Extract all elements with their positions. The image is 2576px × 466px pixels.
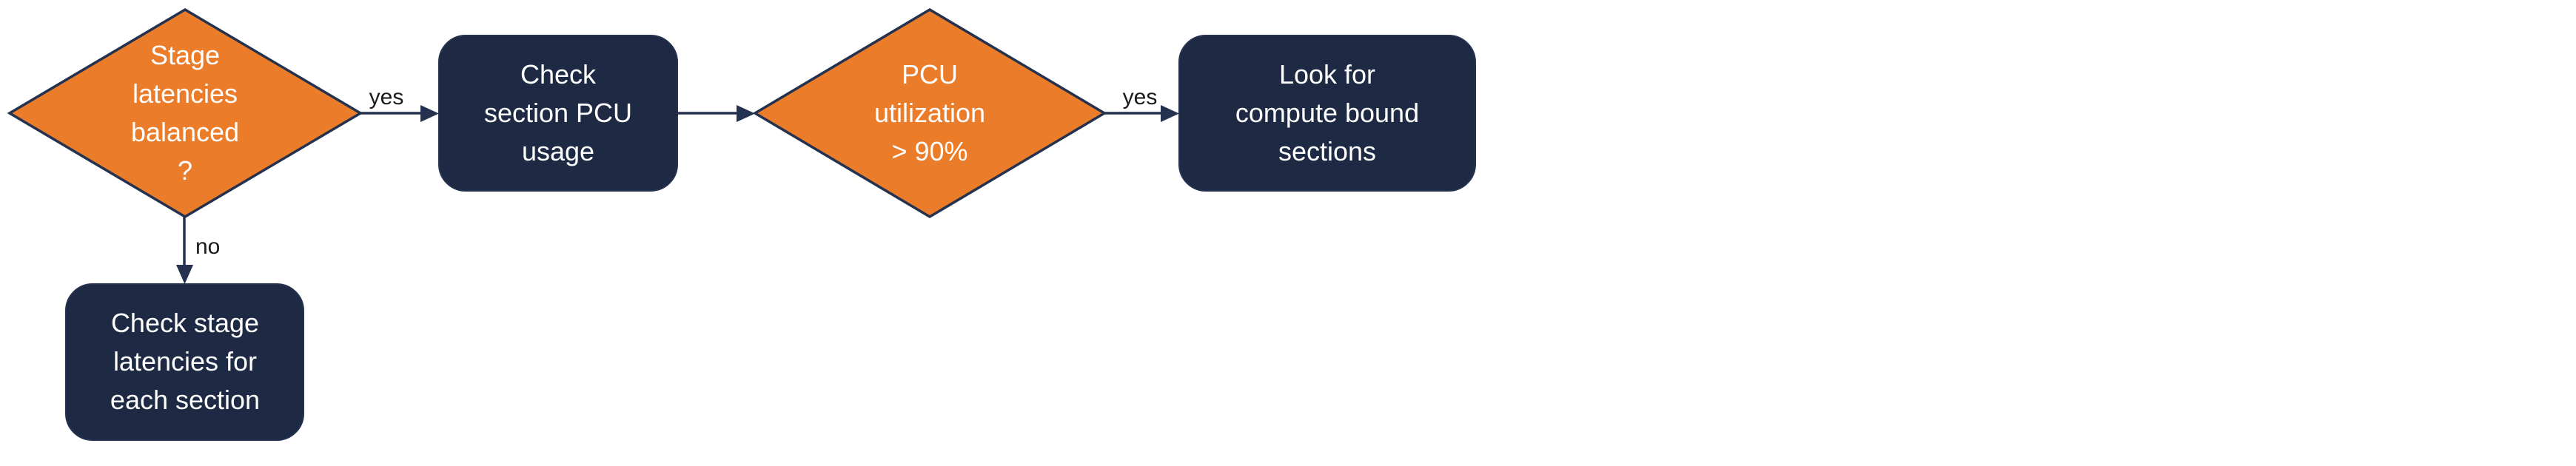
- edge-label-yes-2: yes: [1122, 85, 1158, 109]
- arrow-right-head-icon: [1161, 105, 1179, 122]
- process-look-compute-bound-box: [1178, 35, 1476, 192]
- arrow-right-head-icon: [737, 105, 755, 122]
- arrow-down-head-icon: [176, 265, 193, 284]
- arrow-right-head-icon: [420, 105, 439, 122]
- edge-label-no: no: [195, 234, 221, 259]
- edge-label-yes-1: yes: [369, 85, 404, 109]
- process-check-section-pcu-box: [438, 35, 678, 192]
- process-check-stage-latencies-box: [65, 283, 304, 441]
- decision-stage-latencies-diamond: [7, 7, 363, 219]
- decision-pcu-utilization-diamond: [752, 7, 1107, 219]
